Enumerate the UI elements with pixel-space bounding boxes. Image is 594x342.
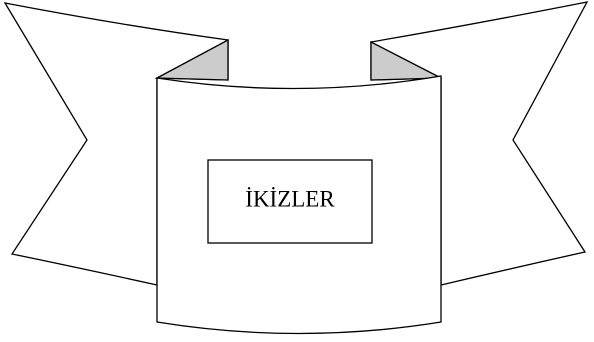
banner-title: İKİZLER [245,186,335,211]
right-fold-shadow [370,40,442,81]
title-box [207,159,373,244]
left-fold-shadow [154,38,229,81]
